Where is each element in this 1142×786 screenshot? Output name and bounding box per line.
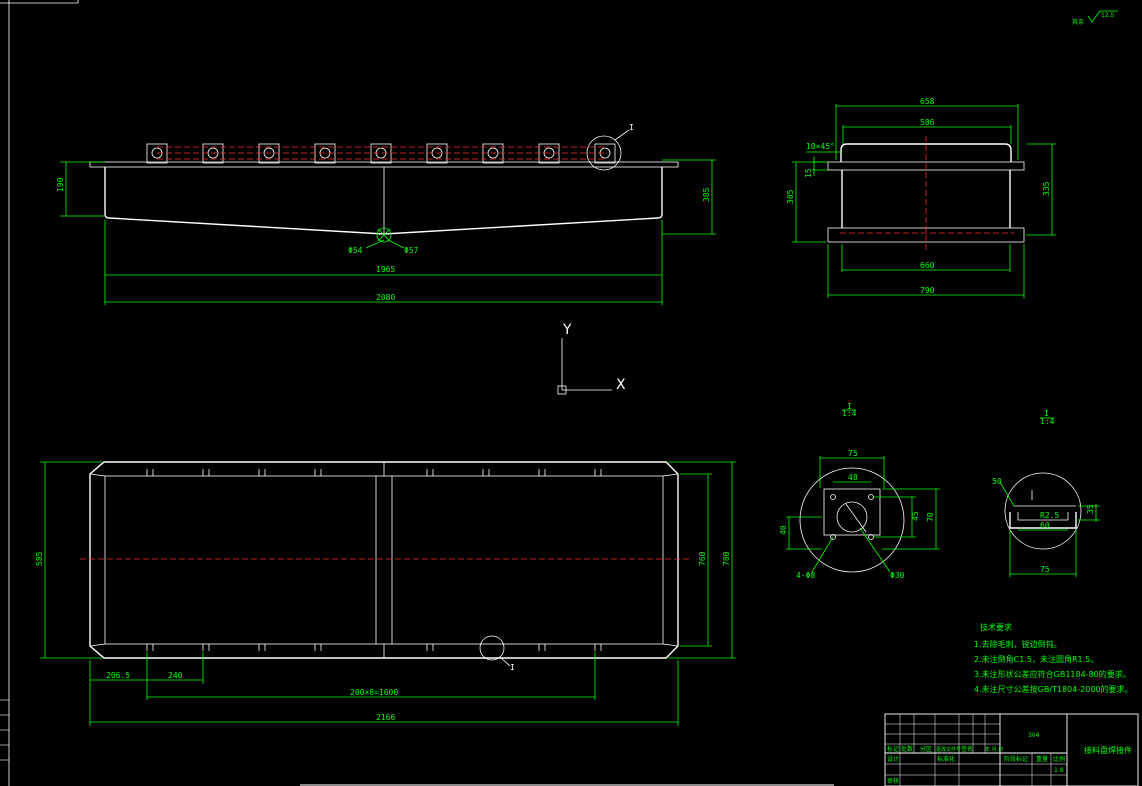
plan-detail-callout: I bbox=[510, 663, 515, 672]
detail-a-label: I bbox=[847, 402, 852, 411]
front-dim-hole-a: Φ54 bbox=[348, 246, 363, 255]
tech-note-line: 4.未注尺寸公差按GB/T1804-2000的要求。 bbox=[974, 684, 1133, 694]
title-block-label: 签名 bbox=[961, 745, 973, 753]
plan-dim-left-height: 585 bbox=[35, 551, 44, 566]
title-block-scale-label: 比例 bbox=[1053, 755, 1065, 763]
title-block-label: 分区 bbox=[920, 745, 932, 753]
front-view: I 190 305 Φ54 Φ57 1965 2080 bbox=[56, 123, 716, 305]
plan-dim-total: 2166 bbox=[376, 713, 395, 722]
detail-b-scale: 1:4 bbox=[1040, 417, 1055, 426]
title-block-label: 更改文件号 bbox=[936, 746, 961, 753]
title-block-stage-label: 阶段标记 bbox=[1004, 755, 1028, 763]
detail-b-dim-r: R2.5 bbox=[1040, 511, 1059, 520]
side-dim-top-outer: 658 bbox=[920, 97, 935, 106]
title-block-row-review: 审核 bbox=[887, 777, 899, 785]
detail-a-dim-75: 75 bbox=[848, 449, 858, 458]
plan-dim-first-pitch: 206.5 bbox=[106, 671, 130, 680]
title-block-label: 标记 bbox=[887, 745, 899, 753]
side-dim-bottom-inner: 660 bbox=[920, 261, 935, 270]
plan-dim-right-inner: 760 bbox=[698, 551, 707, 566]
detail-a-dim-40: 40 bbox=[779, 525, 788, 535]
side-view: 658 586 10×45° 15 305 335 660 790 bbox=[786, 97, 1056, 298]
front-dim-inner-length: 1965 bbox=[376, 265, 395, 274]
front-brackets bbox=[146, 143, 616, 164]
side-dim-height-right: 335 bbox=[1042, 181, 1051, 196]
detail-b-dim-75: 75 bbox=[1040, 565, 1050, 574]
front-dim-total-length: 2080 bbox=[376, 293, 395, 302]
title-block-weight-label: 重量 bbox=[1036, 755, 1048, 763]
side-dim-top-inner: 586 bbox=[920, 118, 935, 127]
title-block-part-name: 接料盘焊接件 bbox=[1084, 745, 1132, 755]
ucs-icon: Y X bbox=[557, 322, 626, 395]
side-dim-bottom-outer: 790 bbox=[920, 286, 935, 295]
tech-note-line: 3.未注形状公差应符合GB1184-80的要求。 bbox=[974, 669, 1131, 679]
detail-a-scale: 1:4 bbox=[842, 409, 857, 418]
drawing-frame bbox=[0, 0, 834, 786]
plan-dim-pitch-series: 200×8=1600 bbox=[350, 688, 398, 697]
title-block-material: 304 bbox=[1028, 732, 1040, 739]
tech-note-line: 1.去除毛刺，锐边倒钝。 bbox=[974, 639, 1062, 649]
front-dim-hole-b: Φ57 bbox=[404, 246, 419, 255]
detail-b: I 1:4 50 R2.5 35 60 75 bbox=[992, 409, 1100, 577]
side-dim-flange: 15 bbox=[804, 168, 813, 178]
title-block-row-stdz: 标准化 bbox=[937, 755, 955, 763]
side-dim-height-left: 305 bbox=[786, 189, 795, 204]
plan-view: I 585 760 780 206.5 240 200×8=1600 2166 bbox=[35, 461, 736, 726]
title-block-label: 年.月.日 bbox=[985, 746, 1003, 753]
front-dim-height-right: 305 bbox=[702, 187, 711, 202]
ucs-x-label: X bbox=[616, 377, 626, 393]
detail-a-dim-48: 48 bbox=[848, 473, 858, 482]
roughness-symbol: 其余 12.5 bbox=[1072, 10, 1118, 26]
front-dim-height-left: 190 bbox=[56, 177, 65, 192]
technical-requirements: 技术要求 1.去除毛刺，锐边倒钝。 2.未注倒角C1.5，未注圆角R1.5。 3… bbox=[974, 622, 1133, 694]
side-dim-chamfer: 10×45° bbox=[806, 142, 835, 151]
title-block-scale-value: 1:8 bbox=[1054, 767, 1064, 774]
ucs-y-label: Y bbox=[562, 322, 572, 338]
roughness-prefix: 其余 bbox=[1072, 18, 1084, 26]
tech-notes-title: 技术要求 bbox=[980, 622, 1012, 632]
detail-b-dim-35: 35 bbox=[1086, 504, 1095, 514]
tech-note-line: 2.未注倒角C1.5，未注圆角R1.5。 bbox=[974, 654, 1098, 664]
detail-b-dim-50: 50 bbox=[992, 477, 1002, 486]
detail-a: I 1:4 75 48 45 70 40 4-Φ8 Φ30 bbox=[779, 402, 940, 580]
plan-dim-right-outer: 780 bbox=[722, 551, 731, 566]
title-block-label: 处数 bbox=[901, 745, 913, 753]
detail-b-label: I bbox=[1044, 409, 1049, 418]
detail-a-dim-70: 70 bbox=[926, 512, 935, 522]
title-block-row-design: 设计 bbox=[887, 755, 899, 763]
front-detail-callout: I bbox=[629, 123, 634, 132]
detail-a-dim-bore: Φ30 bbox=[890, 571, 905, 580]
detail-a-dim-45: 45 bbox=[911, 511, 920, 521]
plan-dim-pitch: 240 bbox=[168, 671, 183, 680]
title-block: 304 接料盘焊接件 标记 处数 分区 更改文件号 签名 年.月.日 设计 标准… bbox=[884, 713, 1139, 786]
detail-a-dim-holes: 4-Φ8 bbox=[796, 571, 815, 580]
roughness-value: 12.5 bbox=[1101, 12, 1115, 19]
plan-top-ticks bbox=[146, 469, 602, 651]
detail-b-dim-60: 60 bbox=[1040, 521, 1050, 530]
